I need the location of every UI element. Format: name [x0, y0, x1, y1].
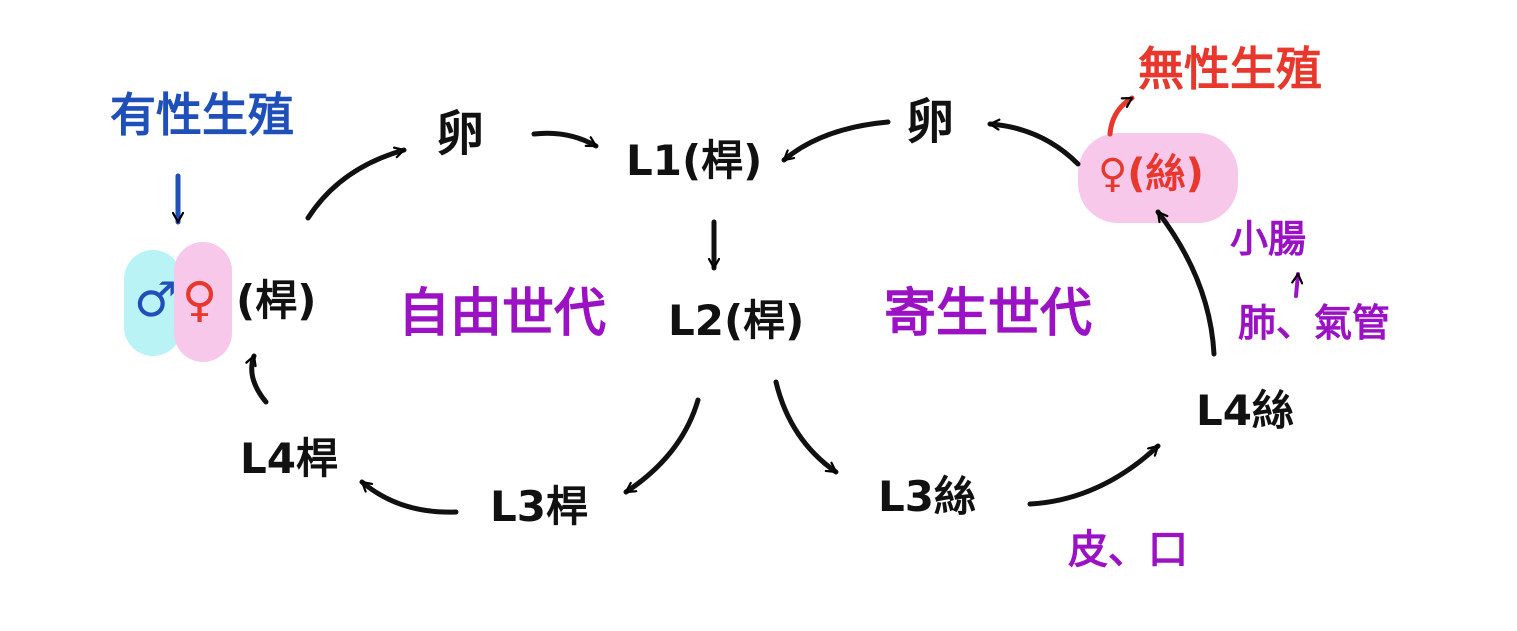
male-highlight [124, 250, 182, 356]
parasitic-female-label: ♀(絲) [1098, 151, 1204, 197]
free-living-generation-label: 自由世代 [398, 284, 607, 344]
arrow-adult-to-egg [305, 150, 407, 221]
small-intestine-label: 小腸 [1230, 217, 1307, 261]
arrow-egg-right-to-l1 [781, 119, 891, 163]
arrow-red-up [1107, 95, 1135, 137]
l4-filariform-label: L4絲 [1196, 386, 1294, 435]
arrow-l4-to-female [1155, 209, 1217, 357]
l3-filariform-label: L3絲 [878, 472, 976, 521]
l3-rod-label: L3桿 [490, 482, 588, 531]
arrow-l4-rod-to-adult [252, 353, 269, 405]
female-highlight [174, 242, 232, 362]
egg-left-label: 卵 [436, 106, 485, 162]
rod-form-adult-label: (桿) [236, 276, 317, 325]
asexual-reproduction-label: 無性生殖 [1138, 42, 1322, 96]
arrow-l3-rod-to-l4-rod [359, 479, 459, 515]
arrow-female-to-egg [987, 124, 1081, 167]
arrow-l2-to-l3-filariform [773, 379, 839, 475]
arrow-purple-up [1296, 272, 1298, 298]
male-symbol: ♂ [134, 272, 178, 328]
arrow-l2-to-l3-rod [623, 397, 701, 495]
skin-mouth-label: 皮、口 [1068, 527, 1188, 573]
arrow-l3-to-l4-filariform [1027, 443, 1161, 507]
l2-rhabditiform-label: L2(桿) [668, 296, 805, 345]
l4-rod-label: L4桿 [240, 434, 338, 483]
female-symbol: ♀ [182, 272, 218, 328]
egg-right-label: 卵 [906, 94, 955, 150]
parasitic-female-highlight [1078, 133, 1238, 223]
lung-trachea-label: 肺、氣管 [1238, 301, 1391, 345]
sexual-reproduction-label: 有性生殖 [110, 88, 294, 142]
arrow-egg-to-l1 [531, 130, 599, 149]
parasitic-generation-label: 寄生世代 [884, 284, 1093, 344]
l1-rhabditiform-label: L1(桿) [626, 136, 763, 185]
